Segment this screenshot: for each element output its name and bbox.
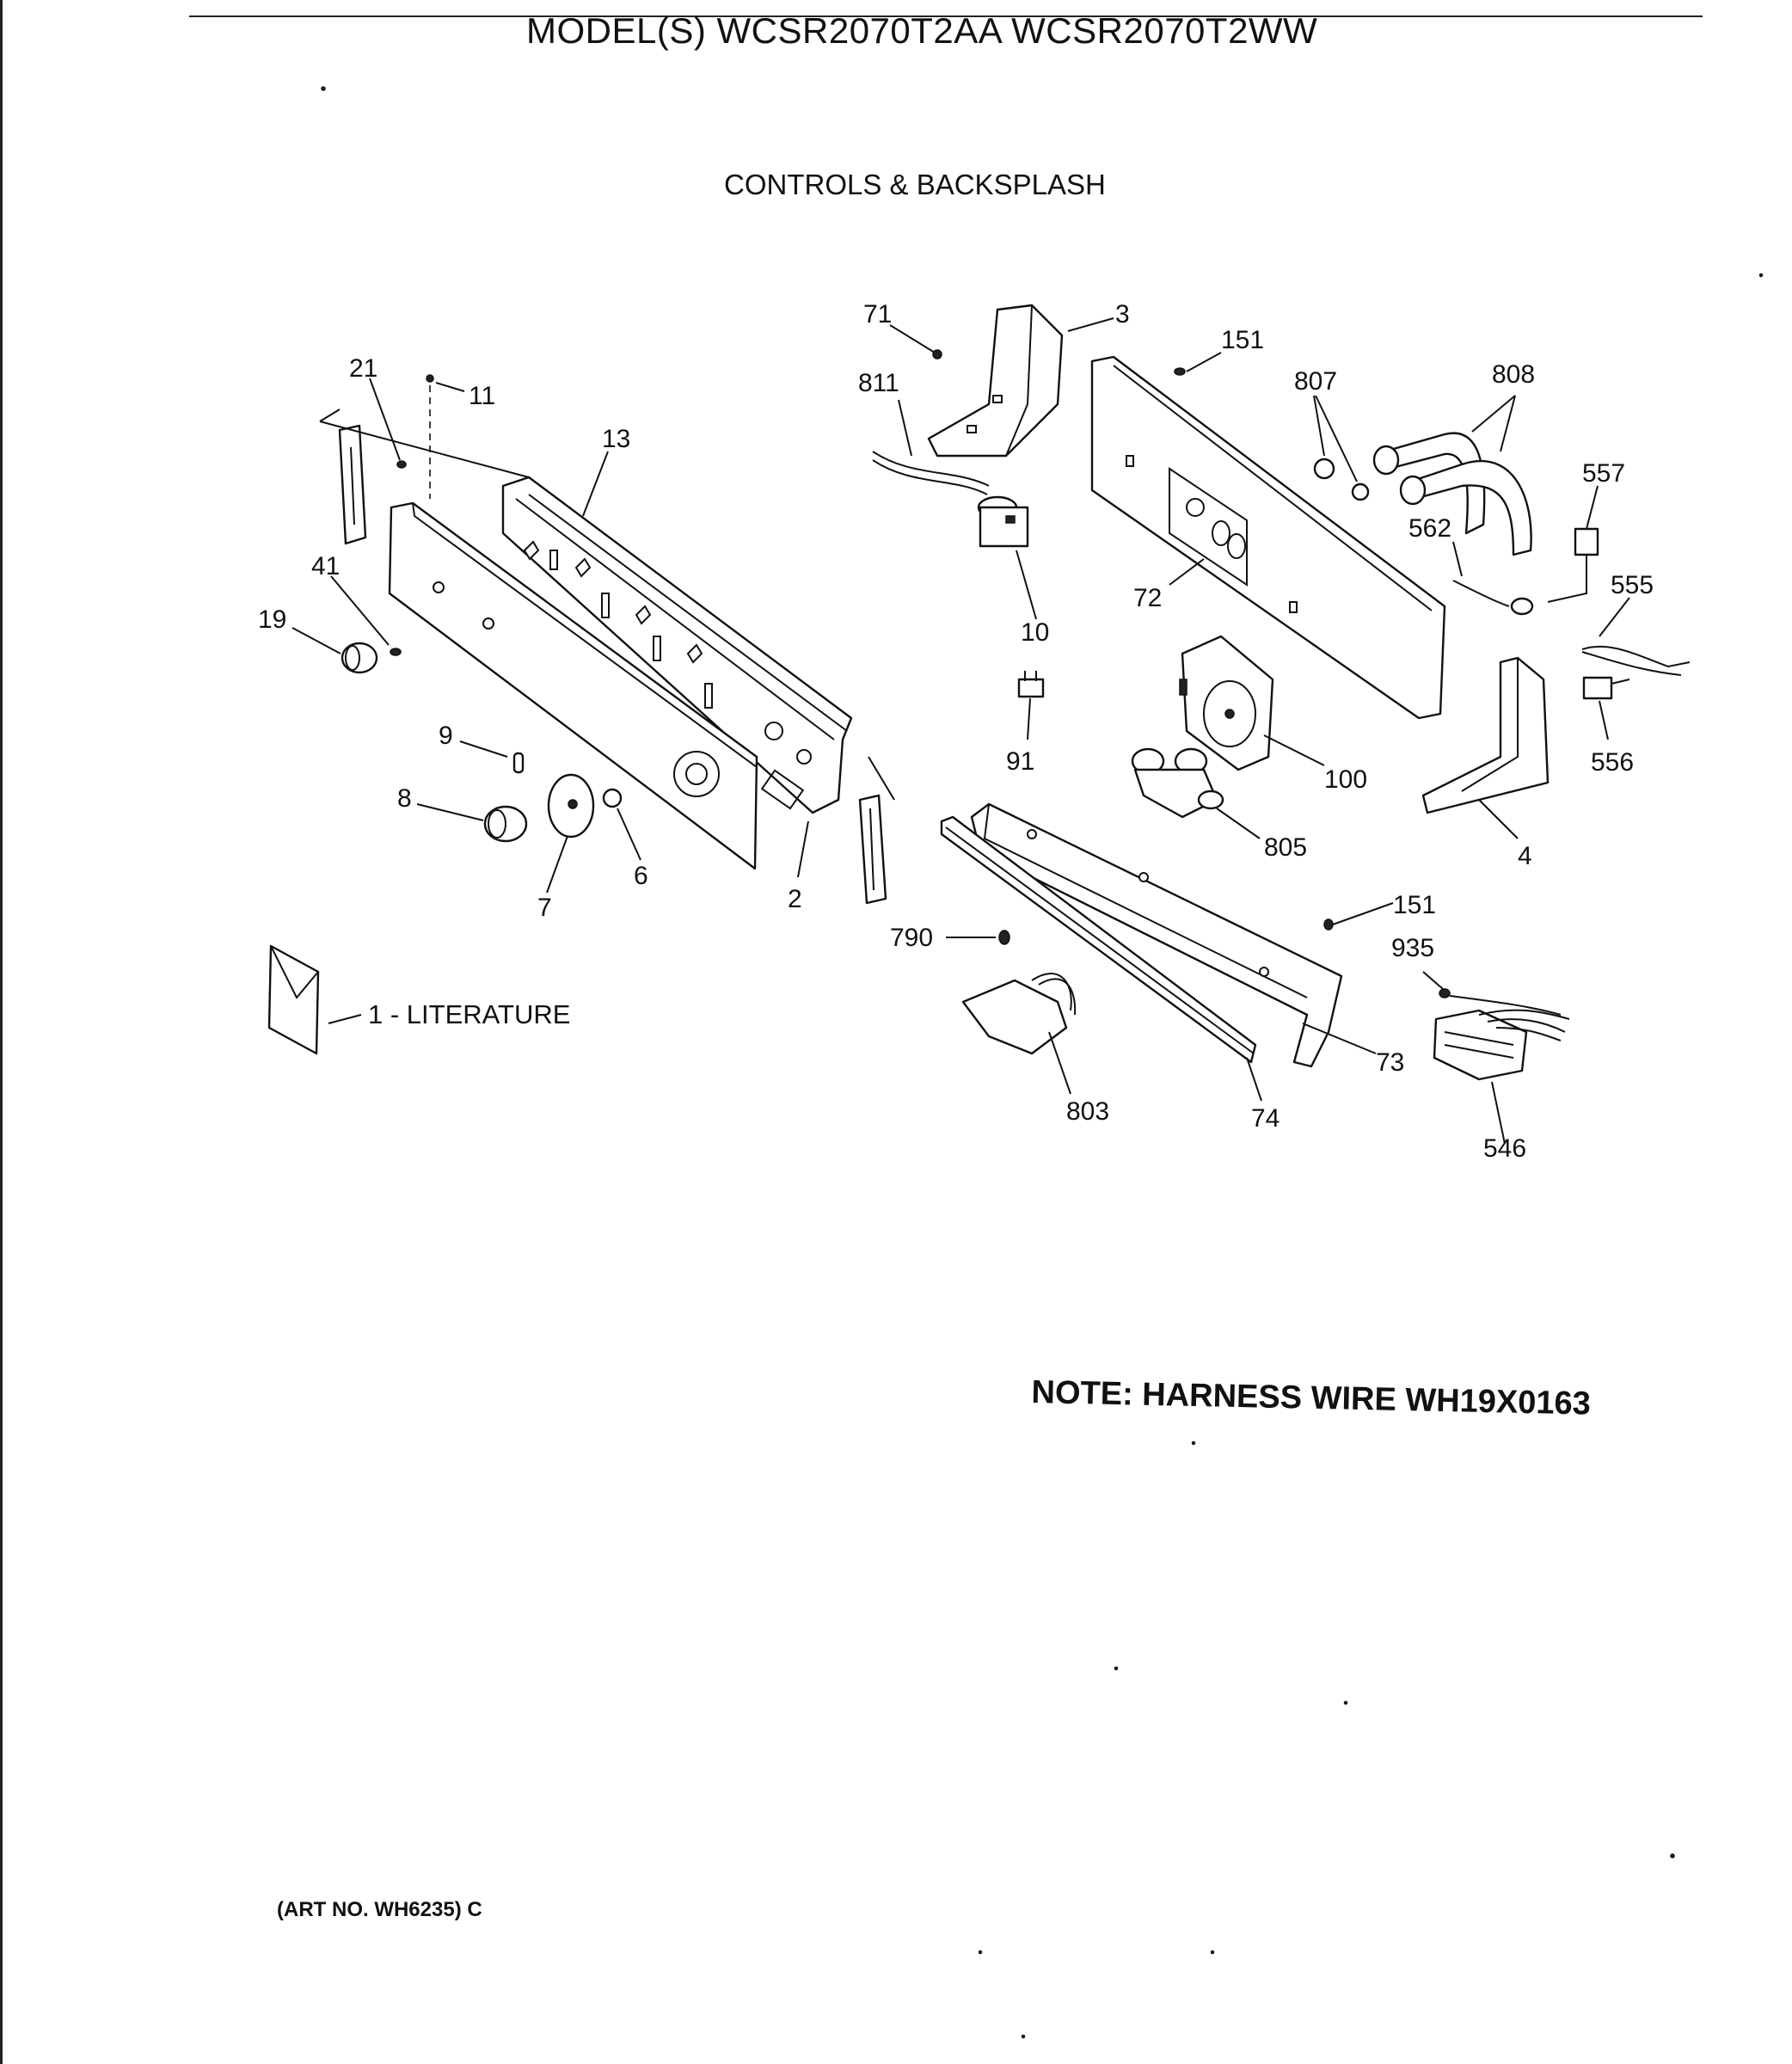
callout-557: 557 bbox=[1582, 459, 1625, 488]
part-9-clip bbox=[512, 752, 525, 774]
callout-72: 72 bbox=[1133, 584, 1162, 612]
part-6-nut bbox=[602, 788, 623, 808]
callout-21: 21 bbox=[349, 354, 377, 383]
callout-562: 562 bbox=[1408, 514, 1451, 543]
callout-11: 11 bbox=[469, 382, 495, 410]
callout-805: 805 bbox=[1264, 833, 1307, 862]
part-100-timer bbox=[1179, 635, 1274, 771]
callout-73: 73 bbox=[1376, 1048, 1404, 1077]
part-935-terminal bbox=[1439, 988, 1562, 1016]
literature-label: 1 - LITERATURE bbox=[368, 999, 570, 1029]
part-19-knob bbox=[341, 642, 378, 674]
part-91-switch bbox=[1017, 671, 1045, 698]
callout-808: 808 bbox=[1492, 360, 1535, 389]
part-41-spring bbox=[390, 648, 402, 656]
model-title: MODEL(S) WCSR2070T2AA WCSR2070T2WW bbox=[526, 10, 1318, 51]
callout-790: 790 bbox=[890, 924, 933, 952]
part-end-cap-right bbox=[858, 794, 887, 905]
part-807-washers bbox=[1313, 458, 1370, 501]
part-808-inlet-hoses bbox=[1372, 432, 1532, 556]
part-3-end-bracket bbox=[927, 304, 1064, 458]
leader-lines bbox=[292, 317, 1630, 1145]
page-left-edge bbox=[0, 0, 3, 2064]
part-562-wire bbox=[1452, 580, 1534, 616]
part-2-front-control-panel bbox=[388, 501, 805, 870]
callout-labels: 21 11 13 41 19 9 8 7 6 2 71 3 811 10 91 … bbox=[258, 300, 1654, 1163]
callout-41: 41 bbox=[311, 552, 340, 580]
section-title: CONTROLS & BACKSPLASH bbox=[724, 169, 1106, 200]
part-73-base-bracket bbox=[970, 802, 1343, 1068]
callout-151-lower: 151 bbox=[1393, 891, 1436, 919]
part-557-plug bbox=[1547, 527, 1599, 603]
callout-6: 6 bbox=[634, 862, 648, 890]
bracket-top-edge bbox=[319, 421, 530, 478]
callout-935: 935 bbox=[1391, 934, 1434, 962]
art-number: (ART NO. WH6235) C bbox=[277, 1898, 482, 1921]
callout-100: 100 bbox=[1324, 765, 1367, 794]
callout-151-upper: 151 bbox=[1221, 326, 1264, 354]
callout-556: 556 bbox=[1591, 748, 1634, 777]
part-1-literature-envelope bbox=[267, 944, 320, 1055]
part-546-wire-harness bbox=[1433, 1009, 1570, 1081]
part-151-screw-upper bbox=[1174, 367, 1186, 376]
part-4-end-bracket bbox=[1421, 656, 1550, 814]
callout-19: 19 bbox=[258, 605, 286, 634]
callout-807: 807 bbox=[1294, 367, 1337, 396]
part-790-clip bbox=[998, 930, 1010, 945]
part-13-control-panel-bracket bbox=[501, 476, 853, 814]
part-805-water-valve bbox=[1131, 747, 1224, 819]
callout-555: 555 bbox=[1611, 571, 1654, 599]
callout-7: 7 bbox=[537, 894, 552, 922]
callout-3: 3 bbox=[1115, 300, 1130, 329]
callout-13: 13 bbox=[602, 425, 630, 453]
part-72-backsplash bbox=[1090, 355, 1446, 720]
callout-811: 811 bbox=[858, 369, 899, 397]
part-74-trim-strip bbox=[940, 815, 1257, 1064]
part-556-connector bbox=[1582, 676, 1630, 700]
scan-specks bbox=[321, 86, 1764, 2039]
callout-71: 71 bbox=[863, 300, 892, 329]
bracket-side-edge bbox=[868, 756, 895, 801]
part-71-screw bbox=[932, 349, 942, 359]
part-7-dial bbox=[547, 773, 595, 838]
header-rule bbox=[189, 15, 1703, 17]
callout-91: 91 bbox=[1006, 747, 1034, 776]
callout-8: 8 bbox=[397, 784, 412, 813]
callout-9: 9 bbox=[439, 722, 453, 750]
callout-10: 10 bbox=[1021, 618, 1049, 647]
callout-546: 546 bbox=[1483, 1134, 1526, 1163]
part-803-cover bbox=[961, 973, 1077, 1055]
part-10-pressure-switch bbox=[977, 495, 1029, 548]
part-21-end-cap-left bbox=[319, 408, 367, 545]
part-11-screw bbox=[426, 374, 434, 499]
part-8-knob bbox=[483, 805, 528, 843]
callout-803: 803 bbox=[1066, 1097, 1109, 1126]
part-555-wire bbox=[1581, 645, 1691, 676]
callout-4: 4 bbox=[1518, 842, 1532, 870]
part-21-screw bbox=[396, 460, 407, 469]
callout-2: 2 bbox=[788, 885, 802, 913]
part-151-screw-lower bbox=[1323, 918, 1334, 931]
part-811-wire bbox=[872, 451, 990, 495]
callout-74: 74 bbox=[1251, 1104, 1280, 1133]
